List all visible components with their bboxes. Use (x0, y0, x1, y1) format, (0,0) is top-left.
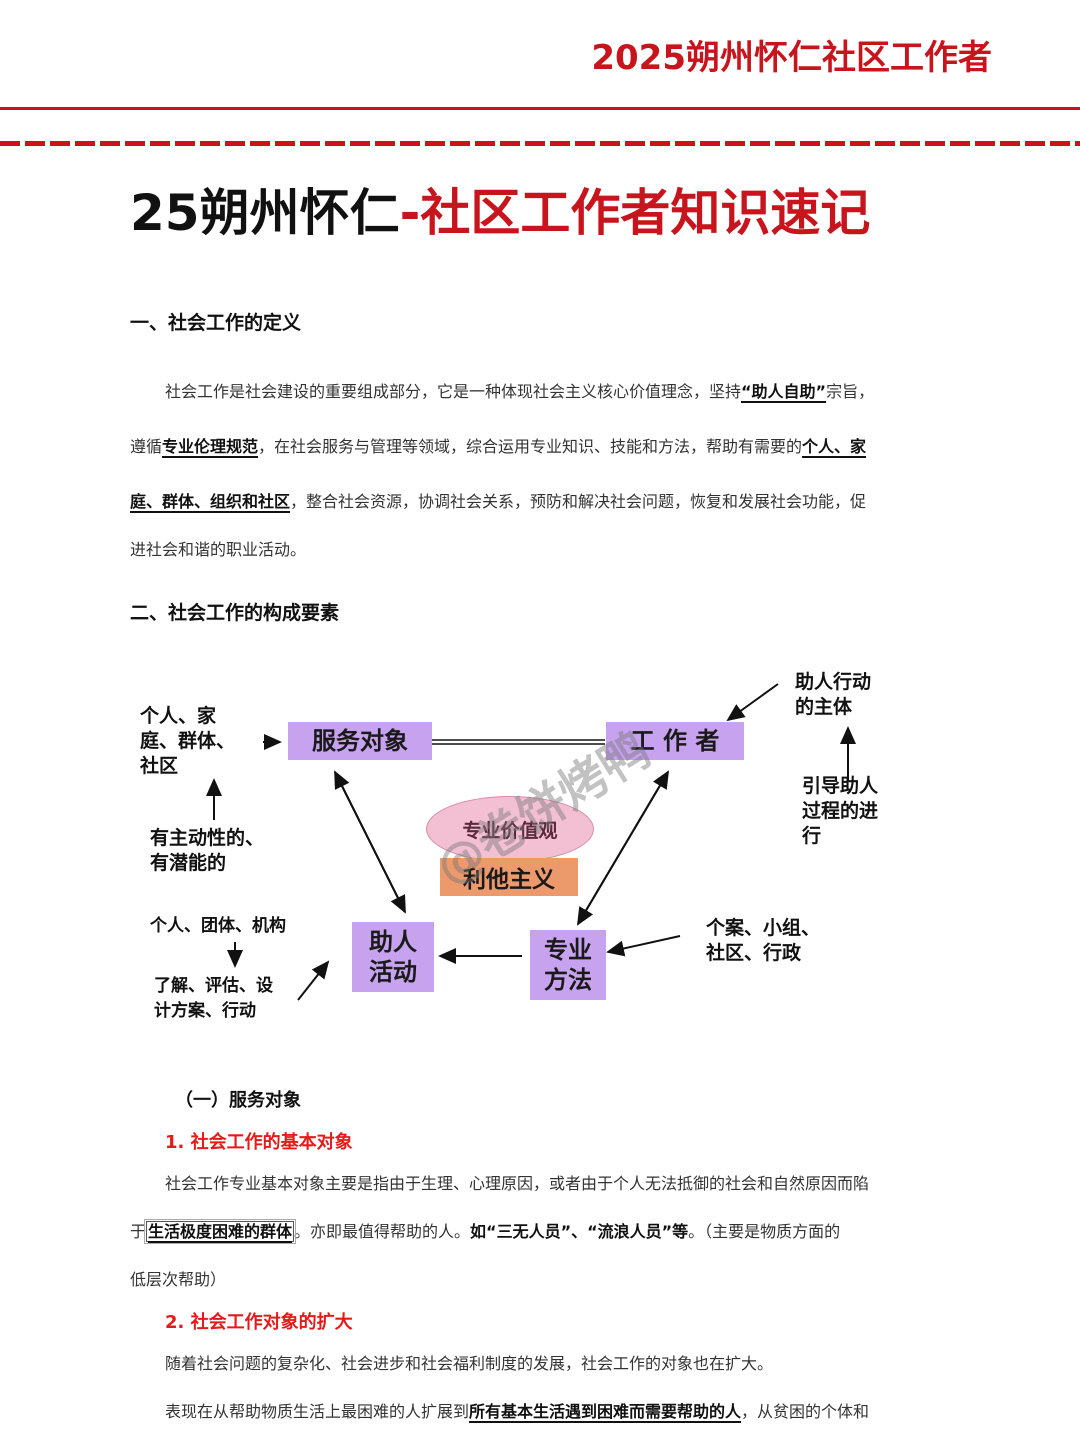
subsection-service-object-heading: （一）服务对象 (175, 1090, 301, 1111)
box-helping-activity: 助人 活动 (352, 922, 434, 992)
box-worker: 工 作 者 (606, 722, 744, 760)
label-methods: 个案、小组、 社区、行政 (706, 917, 821, 964)
components-diagram: 个人、家 庭、群体、 社区 有主动性的、 有潜能的 助人行动 的主体 引导助人 … (130, 660, 910, 1040)
text: 表现在从帮助物质生活上最困难的人扩展到 (165, 1402, 470, 1421)
text: 于 (130, 1222, 147, 1241)
item2-line-2: 表现在从帮助物质生活上最困难的人扩展到所有基本生活遇到困难而需要帮助的人，从贫困… (165, 1398, 975, 1422)
section1-line-1: 社会工作是社会建设的重要组成部分，它是一种体现社会主义核心价值理念，坚持“助人自… (165, 378, 975, 402)
item2-heading: 2. 社会工作对象的扩大 (165, 1312, 353, 1333)
emphasis-targets-end: 庭、群体、组织和社区 (130, 492, 291, 511)
title-topic: -社区工作者知识速记 (399, 184, 871, 242)
header-brand-title: 2025朔州怀仁社区工作者 (591, 38, 992, 78)
emphasis-targets-start: 个人、家 (802, 437, 867, 456)
section1-line-4: 进社会和谐的职业活动。 (130, 540, 307, 559)
item1-line-1: 社会工作专业基本对象主要是指由于生理、心理原因，或者由于个人无法抵御的社会和自然… (165, 1174, 870, 1193)
item1-heading: 1. 社会工作的基本对象 (165, 1132, 353, 1153)
label-activity-steps: 了解、评估、设 计方案、行动 (154, 976, 273, 1021)
text: 社会工作是社会建设的重要组成部分，它是一种体现社会主义核心价值理念，坚持 (165, 382, 742, 401)
emphasis-helping-others: “助人自助” (741, 382, 827, 401)
section2-heading: 二、社会工作的构成要素 (130, 602, 340, 624)
emphasis-expanded-targets: 所有基本生活遇到困难而需要帮助的人 (469, 1402, 742, 1421)
emphasis-ethics: 专业伦理规范 (162, 437, 259, 456)
text: ，整合社会资源，协调社会关系，预防和解决社会问题，恢复和发展社会功能，促 (290, 492, 867, 511)
text: 遵循 (130, 437, 163, 456)
text: 宗旨， (826, 382, 875, 401)
section1-heading: 一、社会工作的定义 (130, 312, 302, 334)
text: 。亦即最值得帮助的人。 (294, 1222, 471, 1241)
box-professional-method: 专业 方法 (530, 930, 606, 1000)
label-activity-scope: 个人、团体、机构 (150, 916, 286, 936)
item1-line-2: 于生活极度困难的群体。亦即最值得帮助的人。如“三无人员”、“流浪人员”等。（主要… (130, 1218, 975, 1244)
emphasis-examples: 如“三无人员”、“流浪人员”等 (470, 1222, 689, 1241)
document-title: 25朔州怀仁-社区工作者知识速记 (130, 178, 870, 248)
emphasis-hardship-group: 生活极度困难的群体 (144, 1219, 297, 1244)
box-altruism: 利他主义 (440, 858, 578, 896)
label-worker-role: 助人行动 的主体 (795, 671, 872, 718)
title-location: 25朔州怀仁 (130, 184, 400, 242)
item2-line-1: 随着社会问题的复杂化、社会进步和社会福利制度的发展，社会工作的对象也在扩大。 (165, 1354, 774, 1373)
box-service-object: 服务对象 (288, 722, 432, 760)
text: ，在社会服务与管理等领域，综合运用专业知识、技能和方法，帮助有需要的 (258, 437, 803, 456)
header-solid-divider (0, 107, 1080, 110)
label-worker-guide: 引导助人 过程的进 行 (802, 775, 879, 847)
section1-line-2: 遵循专业伦理规范，在社会服务与管理等领域，综合运用专业知识、技能和方法，帮助有需… (130, 433, 975, 457)
label-object-types: 个人、家 庭、群体、 社区 (140, 705, 236, 777)
section1-line-3: 庭、群体、组织和社区，整合社会资源，协调社会关系，预防和解决社会问题，恢复和发展… (130, 488, 975, 512)
text: ，从贫困的个体和 (741, 1402, 870, 1421)
label-object-traits: 有主动性的、 有潜能的 (150, 827, 265, 874)
text: 。（主要是物质方面的 (688, 1222, 841, 1241)
diagram-arrows (206, 683, 856, 1001)
header-dashed-divider (0, 141, 1080, 146)
item1-line-3: 低层次帮助） (130, 1270, 227, 1289)
ellipse-professional-values: 专业价值观 (426, 796, 594, 862)
